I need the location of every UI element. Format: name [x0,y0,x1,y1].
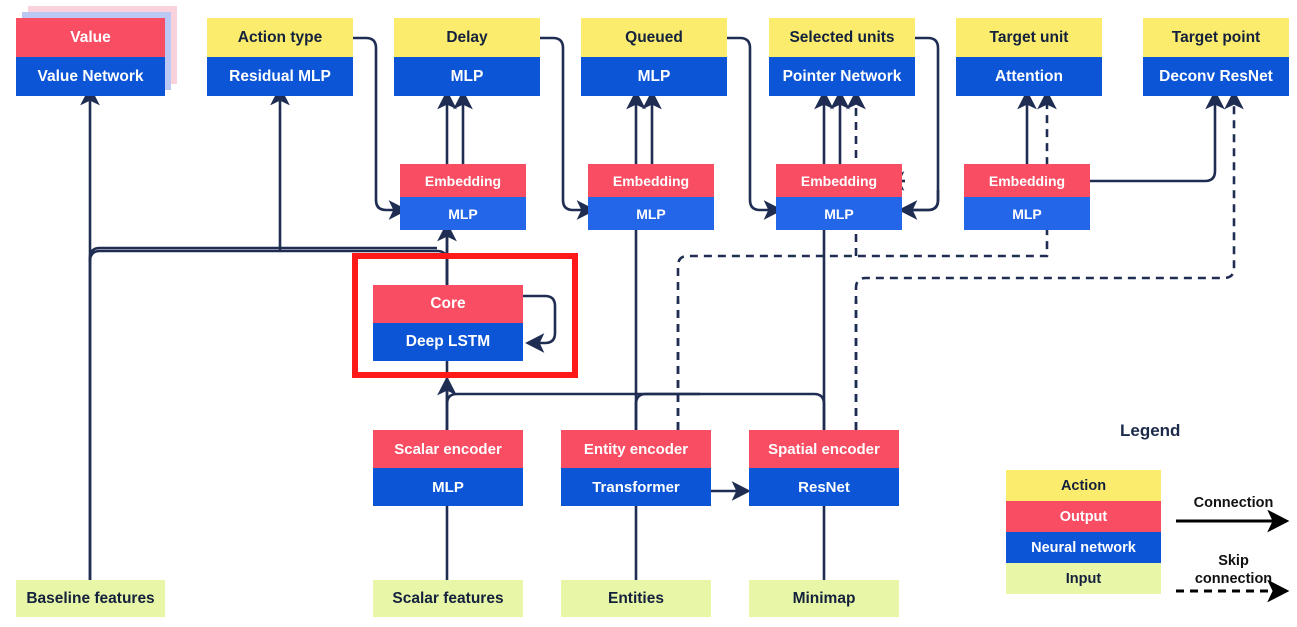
node-scalar-features[interactable]: Scalar features [373,580,523,617]
legend-arrow-icons [1176,510,1290,603]
node-baseline-features[interactable]: Baseline features [16,580,165,617]
legend-swatch-output: Output [1006,501,1161,532]
node-entities[interactable]: Entities [561,580,711,617]
node-action-type[interactable]: Action type Residual MLP [207,18,353,96]
node-action-type-body: Residual MLP [207,57,353,96]
node-embedding-queued-cap: Embedding [588,164,714,197]
node-embedding-target-body: MLP [964,197,1090,230]
legend-title: Legend [1120,421,1181,440]
legend-skip-label-line1: Skip [1218,553,1249,569]
node-action-type-cap: Action type [207,18,353,57]
node-entity-encoder-body: Transformer [561,468,711,506]
legend-skip-label-line2: connection [1194,571,1273,587]
node-embedding-queued-body: MLP [588,197,714,230]
node-selected-units-body: Pointer Network [769,57,915,96]
node-spatial-encoder[interactable]: Spatial encoder ResNet [749,430,899,506]
core-highlight-box [352,253,578,378]
node-target-unit-cap: Target unit [956,18,1102,57]
node-spatial-encoder-cap: Spatial encoder [749,430,899,468]
node-queued-body: MLP [581,57,727,96]
node-embedding-delay-body: MLP [400,197,526,230]
node-value-cap: Value [16,18,165,57]
node-spatial-encoder-body: ResNet [749,468,899,506]
node-core-body: Deep LSTM [373,323,523,361]
node-target-point-body: Deconv ResNet [1143,57,1289,96]
node-value[interactable]: Value Value Network [16,18,165,96]
node-core[interactable]: Core Deep LSTM [373,285,523,361]
node-embedding-units-body: MLP [776,197,902,230]
node-entity-encoder[interactable]: Entity encoder Transformer [561,430,711,506]
node-scalar-encoder-body: MLP [373,468,523,506]
node-queued-cap: Queued [581,18,727,57]
legend-connection-label: Connection [1193,495,1274,511]
node-queued[interactable]: Queued MLP [581,18,727,96]
node-minimap[interactable]: Minimap [749,580,899,617]
node-core-cap: Core [373,285,523,323]
node-embedding-delay[interactable]: Embedding MLP [400,164,526,230]
node-selected-units[interactable]: Selected units Pointer Network [769,18,915,96]
node-embedding-target-cap: Embedding [964,164,1090,197]
legend-swatch-stack: Action Output Neural network Input [1006,470,1161,594]
legend-swatch-action: Action [1006,470,1161,501]
node-target-point[interactable]: Target point Deconv ResNet [1143,18,1289,96]
legend-swatch-neural-network: Neural network [1006,532,1161,563]
node-selected-units-cap: Selected units [769,18,915,57]
node-embedding-queued[interactable]: Embedding MLP [588,164,714,230]
node-scalar-encoder[interactable]: Scalar encoder MLP [373,430,523,506]
node-entity-encoder-cap: Entity encoder [561,430,711,468]
node-target-unit[interactable]: Target unit Attention [956,18,1102,96]
legend-swatch-input: Input [1006,563,1161,594]
node-scalar-encoder-cap: Scalar encoder [373,430,523,468]
node-embedding-target[interactable]: Embedding MLP [964,164,1090,230]
node-delay[interactable]: Delay MLP [394,18,540,96]
node-embedding-delay-cap: Embedding [400,164,526,197]
node-delay-cap: Delay [394,18,540,57]
node-embedding-units[interactable]: Embedding MLP [776,164,902,230]
node-value-body: Value Network [16,57,165,96]
node-embedding-units-cap: Embedding [776,164,902,197]
node-target-unit-body: Attention [956,57,1102,96]
node-target-point-cap: Target point [1143,18,1289,57]
node-delay-body: MLP [394,57,540,96]
